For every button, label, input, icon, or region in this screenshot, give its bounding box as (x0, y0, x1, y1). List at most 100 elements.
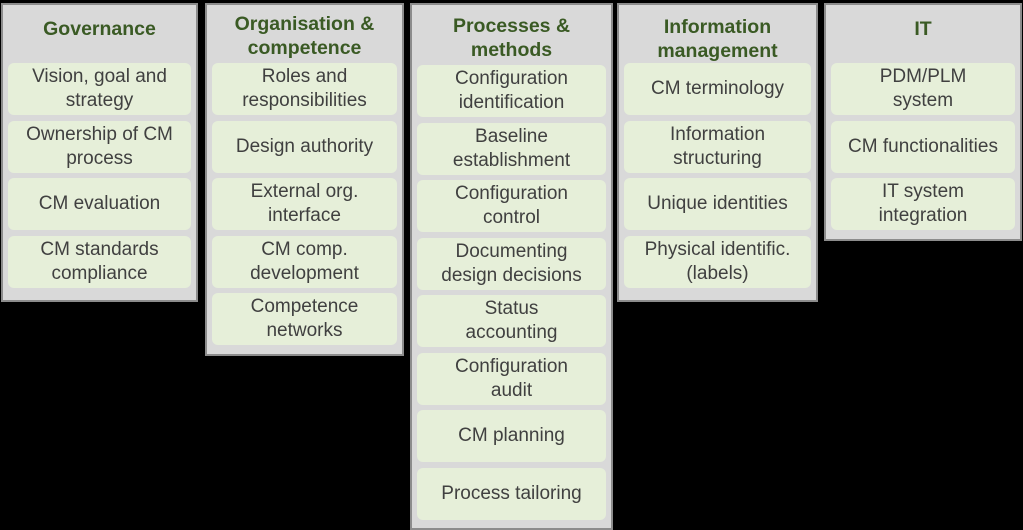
item-label: CM terminology (651, 77, 784, 101)
column-title-line: methods (470, 39, 553, 61)
item-label-line: identification (458, 92, 565, 113)
item-label-line: process (66, 147, 133, 169)
item-label: CM functionalities (848, 135, 998, 159)
item-label-line: (labels) (686, 262, 749, 284)
item-design-authority: Design authority (212, 120, 397, 173)
column-title: Organisation &competence (207, 12, 402, 60)
item-configuration-control: Configuration control (417, 180, 606, 232)
item-label-line: compliance (51, 262, 148, 284)
item-label-line: accounting (465, 322, 558, 343)
column-it: IT PDM/PLM system CM functionalities IT syst… (824, 3, 1022, 241)
item-cm-planning: CM planning (417, 410, 606, 462)
item-label: External org.interface (251, 180, 359, 228)
item-roles-and-responsibilities: Roles and responsibilities (212, 63, 397, 115)
column-title: Processes &methods (412, 14, 611, 62)
item-label: Configuration identification (455, 67, 568, 115)
item-label-line: CM functionalities (848, 135, 998, 157)
item-label-line: Configuration (454, 68, 569, 89)
item-external-org-interface: External org.interface (212, 178, 397, 230)
item-label-line: CM terminology (650, 78, 785, 99)
item-process-tailoring: Process tailoring (417, 467, 606, 520)
item-label: Unique identities (647, 192, 787, 216)
item-label-line: CM standards (40, 238, 159, 260)
item-competence-networks: Competence networks (212, 293, 397, 345)
column-title-line: competence (247, 37, 362, 59)
item-label-line: Baseline (475, 125, 548, 147)
item-label-line: Competence (250, 296, 359, 317)
item-label-line: Vision, goal and (32, 66, 167, 87)
column-title: IT (826, 17, 1020, 41)
item-label-line: Configuration (454, 183, 569, 204)
item-label-line: CM comp. (261, 238, 348, 260)
item-label-line: Configuration (454, 355, 569, 377)
item-physical-identific-labels: Physical identific.(labels) (624, 235, 811, 288)
column-title-line: management (657, 40, 778, 62)
item-label-line: External org. (250, 181, 359, 202)
item-label-line: development (250, 262, 359, 284)
item-label-line: control (482, 207, 541, 228)
item-cm-evaluation: CM evaluation (8, 178, 191, 230)
item-label: Physical identific.(labels) (645, 238, 791, 286)
item-label-line: Roles and (261, 66, 348, 87)
item-status-accounting: Status accounting (417, 295, 606, 347)
item-label: Vision, goal and strategy (32, 65, 167, 113)
item-label-line: Process tailoring (441, 482, 582, 504)
item-label: Process tailoring (441, 482, 581, 506)
item-label: CM evaluation (39, 192, 160, 216)
item-label-line: responsibilities (242, 90, 367, 111)
item-cm-comp-development: CM comp.development (212, 235, 397, 288)
column-title-line: Processes & (452, 15, 571, 37)
item-label-line: system (892, 90, 954, 111)
item-label-line: audit (490, 379, 533, 401)
item-cm-terminology: CM terminology (624, 63, 811, 115)
item-label: Status accounting (466, 297, 558, 345)
item-label: PDM/PLM system (880, 65, 967, 113)
item-label-line: Documenting (455, 240, 568, 262)
item-label-line: IT system (881, 181, 964, 202)
item-label-line: Information (669, 123, 766, 145)
item-label-line: CM evaluation (38, 193, 161, 214)
item-label-line: networks (266, 320, 343, 341)
item-cm-functionalities: CM functionalities (831, 120, 1015, 173)
item-label-line: PDM/PLM (879, 66, 967, 87)
item-label-line: structuring (673, 147, 762, 169)
item-label: Design authority (236, 135, 373, 159)
column-title: Governance (3, 17, 196, 41)
column-title-line: Organisation & (234, 13, 375, 35)
column-title-line: Information (663, 16, 772, 38)
column-title-line: Governance (43, 18, 156, 40)
item-label-line: CM planning (458, 425, 565, 446)
item-unique-identities: Unique identities (624, 178, 811, 230)
item-vision-goal-and-strategy: Vision, goal and strategy (8, 63, 191, 115)
column-title-line: IT (914, 18, 932, 40)
item-label: Configuration control (455, 182, 568, 230)
item-label-line: Physical identific. (644, 238, 791, 260)
item-label-line: establishment (452, 149, 571, 171)
item-label: CM comp.development (250, 238, 359, 286)
item-label-line: Ownership of CM (26, 123, 173, 145)
item-label-line: Status (484, 298, 539, 319)
item-label: Competence networks (251, 295, 359, 343)
item-configuration-identification: Configuration identification (417, 65, 606, 117)
item-label-line: Unique identities (647, 193, 788, 214)
item-label-line: strategy (65, 90, 134, 111)
